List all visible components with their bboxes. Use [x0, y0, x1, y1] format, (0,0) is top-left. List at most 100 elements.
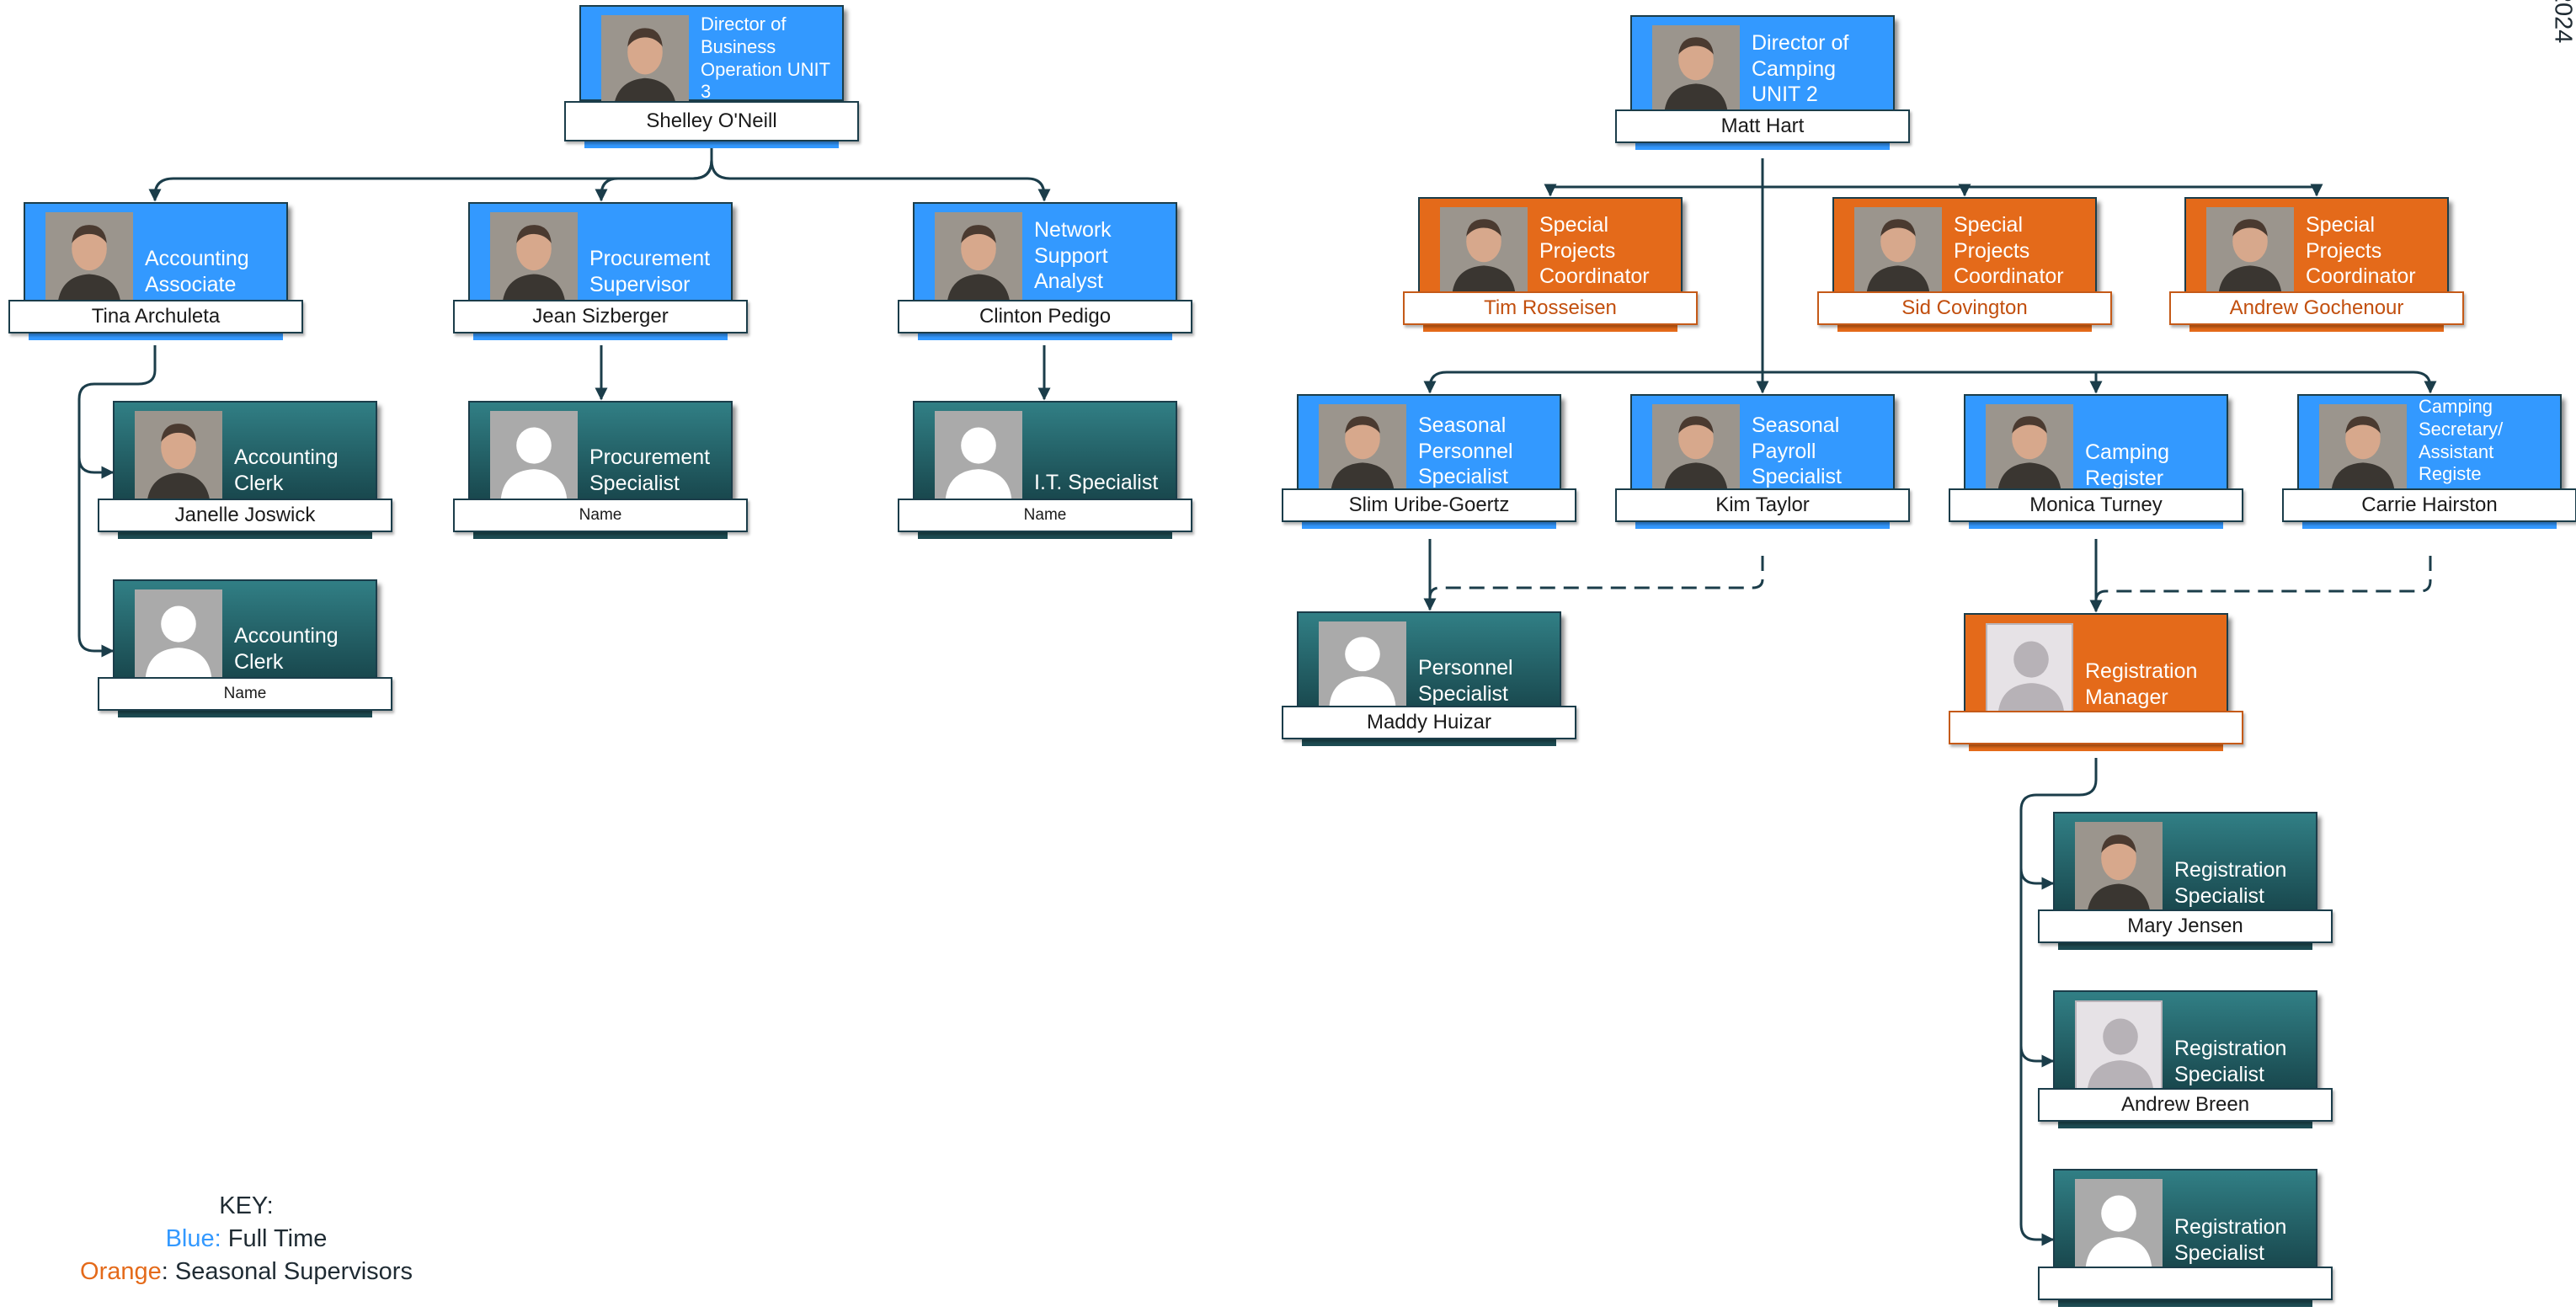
org-node-reg-manager[interactable]: Registration Manager — [1964, 613, 2228, 756]
position-title: Registration Manager — [2085, 659, 2220, 710]
link-tina-acct-clerk — [79, 457, 113, 651]
position-title: Registration Specialist — [2174, 1214, 2309, 1266]
avatar-placeholder-icon — [490, 411, 578, 502]
employee-name: Tina Archuleta — [8, 300, 303, 333]
employee-photo — [2319, 404, 2407, 490]
position-card: Procurement Supervisor — [468, 202, 733, 301]
employee-name — [2038, 1267, 2333, 1300]
employee-name: Name — [453, 499, 748, 532]
link-kim-maddy — [1430, 556, 1763, 598]
position-card: Director of Business Operation UNIT 3 — [579, 5, 844, 101]
key-orange-row: Orange: Seasonal Supervisors — [51, 1256, 442, 1288]
link-regmgr-andrew — [2021, 868, 2053, 1061]
employee-photo — [45, 212, 133, 303]
position-title: I.T. Specialist — [1034, 470, 1169, 496]
position-title: Network Support Analyst — [1034, 217, 1169, 295]
position-card: Registration Specialist — [2053, 812, 2317, 911]
position-title: Special Projects Coordinator — [1539, 212, 1674, 290]
position-card: Director of Camping UNIT 2 — [1630, 15, 1895, 115]
employee-name: Kim Taylor — [1615, 488, 1910, 522]
link-regmgr-vacant — [2021, 1046, 2053, 1240]
position-card: Network Support Analyst — [913, 202, 1177, 301]
position-title: Seasonal Personnel Specialist — [1418, 413, 1553, 490]
avatar-placeholder-icon — [1319, 621, 1406, 707]
employee-name: Name — [98, 677, 392, 711]
position-title: Personnel Specialist — [1418, 655, 1553, 707]
position-title: Director of Camping UNIT 2 — [1752, 30, 1886, 108]
employee-photo — [1440, 207, 1528, 293]
position-card: Seasonal Personnel Specialist — [1297, 394, 1561, 493]
position-title: Accounting Clerk — [234, 623, 369, 675]
position-title: Special Projects Coordinator — [1954, 212, 2088, 290]
employee-name: Mary Jensen — [2038, 909, 2333, 943]
link-carrie-regmgr — [2096, 556, 2430, 601]
employee-name — [1949, 711, 2243, 744]
position-card: Accounting Clerk — [113, 401, 377, 500]
position-title: Procurement Supervisor — [589, 246, 724, 297]
avatar-placeholder-icon — [2075, 1000, 2163, 1091]
employee-photo — [1319, 404, 1406, 490]
employee-photo — [1652, 25, 1740, 111]
employee-photo — [601, 15, 689, 108]
position-card: Special Projects Coordinator — [1832, 197, 2097, 296]
employee-name: Janelle Joswick — [98, 499, 392, 532]
position-card: I.T. Specialist — [913, 401, 1177, 500]
employee-name: Carrie Hairston — [2282, 488, 2576, 522]
employee-photo — [490, 212, 578, 303]
link-shelley-tina — [155, 148, 712, 200]
employee-name: Maddy Huizar — [1282, 706, 1576, 739]
date-text: 19/2024 — [2549, 0, 2576, 124]
employee-photo — [1986, 404, 2073, 490]
position-card: Personnel Specialist — [1297, 611, 1561, 711]
link-matt-specialists — [1430, 372, 1447, 392]
position-card: Camping Register — [1964, 394, 2228, 493]
key-title: KEY: — [51, 1190, 442, 1223]
employee-photo — [1652, 404, 1740, 490]
employee-name: Andrew Breen — [2038, 1088, 2333, 1122]
employee-photo — [2206, 207, 2294, 293]
position-title: Accounting Clerk — [234, 445, 369, 496]
position-title: Registration Specialist — [2174, 1036, 2309, 1087]
employee-name: Name — [898, 499, 1192, 532]
org-node-reg-spec-vacant[interactable]: Registration Specialist — [2053, 1169, 2317, 1312]
position-title: Accounting Associate — [145, 246, 280, 297]
position-title: Special Projects Coordinator — [2306, 212, 2440, 290]
employee-photo — [2075, 822, 2163, 913]
position-title: Camping Register — [2085, 440, 2220, 491]
link-shelley-jean — [601, 148, 712, 200]
position-title: Registration Specialist — [2174, 857, 2309, 909]
avatar-placeholder-icon — [2075, 1179, 2163, 1270]
avatar-placeholder-icon — [1986, 623, 2073, 714]
position-card: Camping Secretary/ Assistant Registe — [2297, 394, 2562, 493]
link-matt-specialists-bar — [1447, 372, 2430, 392]
employee-photo — [1854, 207, 1942, 293]
position-card: Accounting Clerk — [113, 579, 377, 679]
position-card: Special Projects Coordinator — [1418, 197, 1683, 296]
employee-name: Tim Rosseisen — [1403, 291, 1698, 325]
employee-photo — [935, 212, 1022, 303]
employee-name: Clinton Pedigo — [898, 300, 1192, 333]
position-card: Seasonal Payroll Specialist — [1630, 394, 1895, 493]
avatar-placeholder-icon — [135, 589, 222, 680]
key-blue-row: Blue: Full Time — [51, 1223, 442, 1256]
employee-name: Matt Hart — [1615, 109, 1910, 143]
